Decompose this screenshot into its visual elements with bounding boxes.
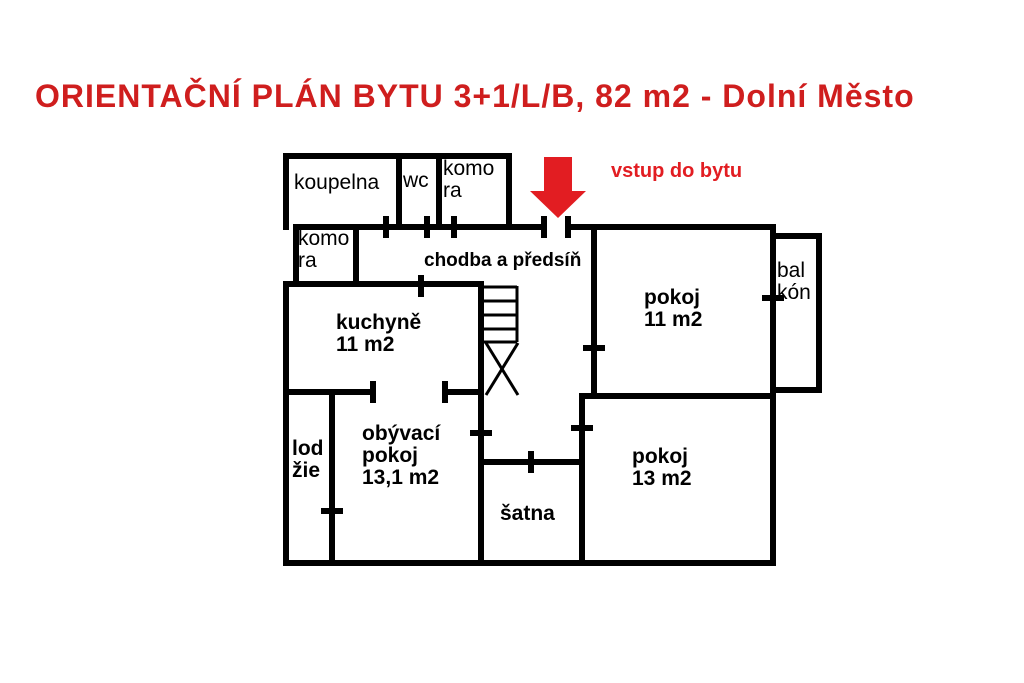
wall	[816, 233, 822, 393]
wall	[776, 387, 822, 393]
room-label-balkon: bal kón	[777, 259, 811, 304]
room-label-pokoj-13: pokoj 13 m2	[632, 445, 692, 490]
room-label-wc: wc	[403, 169, 429, 192]
door-marker	[583, 345, 605, 351]
door-marker	[383, 216, 389, 238]
room-label-chodba: chodba a předsíň	[424, 250, 582, 271]
arrow-shaft	[544, 157, 572, 191]
wall	[396, 153, 402, 230]
closet-ladder-symbol	[484, 285, 520, 396]
wall	[293, 224, 545, 230]
wall	[591, 224, 597, 399]
wall	[448, 389, 484, 395]
door-marker	[451, 216, 457, 238]
entrance-arrow-icon	[530, 157, 586, 218]
wall	[329, 389, 335, 566]
door-marker	[571, 425, 593, 431]
door-marker	[418, 275, 424, 297]
wall	[569, 224, 776, 230]
door-marker	[424, 216, 430, 238]
room-label-lodzie: lod žie	[292, 437, 324, 482]
arrow-head	[530, 191, 586, 218]
door-marker	[762, 295, 784, 301]
door-marker	[321, 508, 343, 514]
door-marker	[370, 381, 376, 403]
wall	[776, 233, 822, 239]
wall	[436, 153, 442, 230]
entrance-label: vstup do bytu	[611, 160, 743, 182]
wall	[293, 224, 299, 287]
door-marker	[541, 216, 547, 238]
wall	[283, 153, 289, 230]
room-label-koupelna: koupelna	[294, 171, 380, 194]
wall	[283, 281, 289, 566]
room-label-komora-top: komo ra	[443, 157, 495, 202]
wall	[579, 393, 585, 566]
room-label-pokoj-11: pokoj 11 m2	[644, 286, 703, 331]
wall	[283, 560, 776, 566]
door-marker	[442, 381, 448, 403]
wall	[506, 153, 512, 230]
door-marker	[470, 430, 492, 436]
wall	[353, 224, 359, 287]
page-title: ORIENTAČNÍ PLÁN BYTU 3+1/L/B, 82 m2 - Do…	[35, 78, 915, 114]
room-label-obyvaci-pokoj: obývací pokoj 13,1 m2	[362, 422, 441, 489]
door-marker	[528, 451, 534, 473]
door-marker	[565, 216, 571, 238]
wall	[478, 281, 484, 566]
room-label-satna: šatna	[500, 502, 555, 525]
room-label-kuchyne: kuchyně 11 m2	[336, 311, 422, 356]
room-label-komora-left: komo ra	[298, 227, 350, 272]
wall	[579, 393, 776, 399]
wall	[283, 281, 484, 287]
